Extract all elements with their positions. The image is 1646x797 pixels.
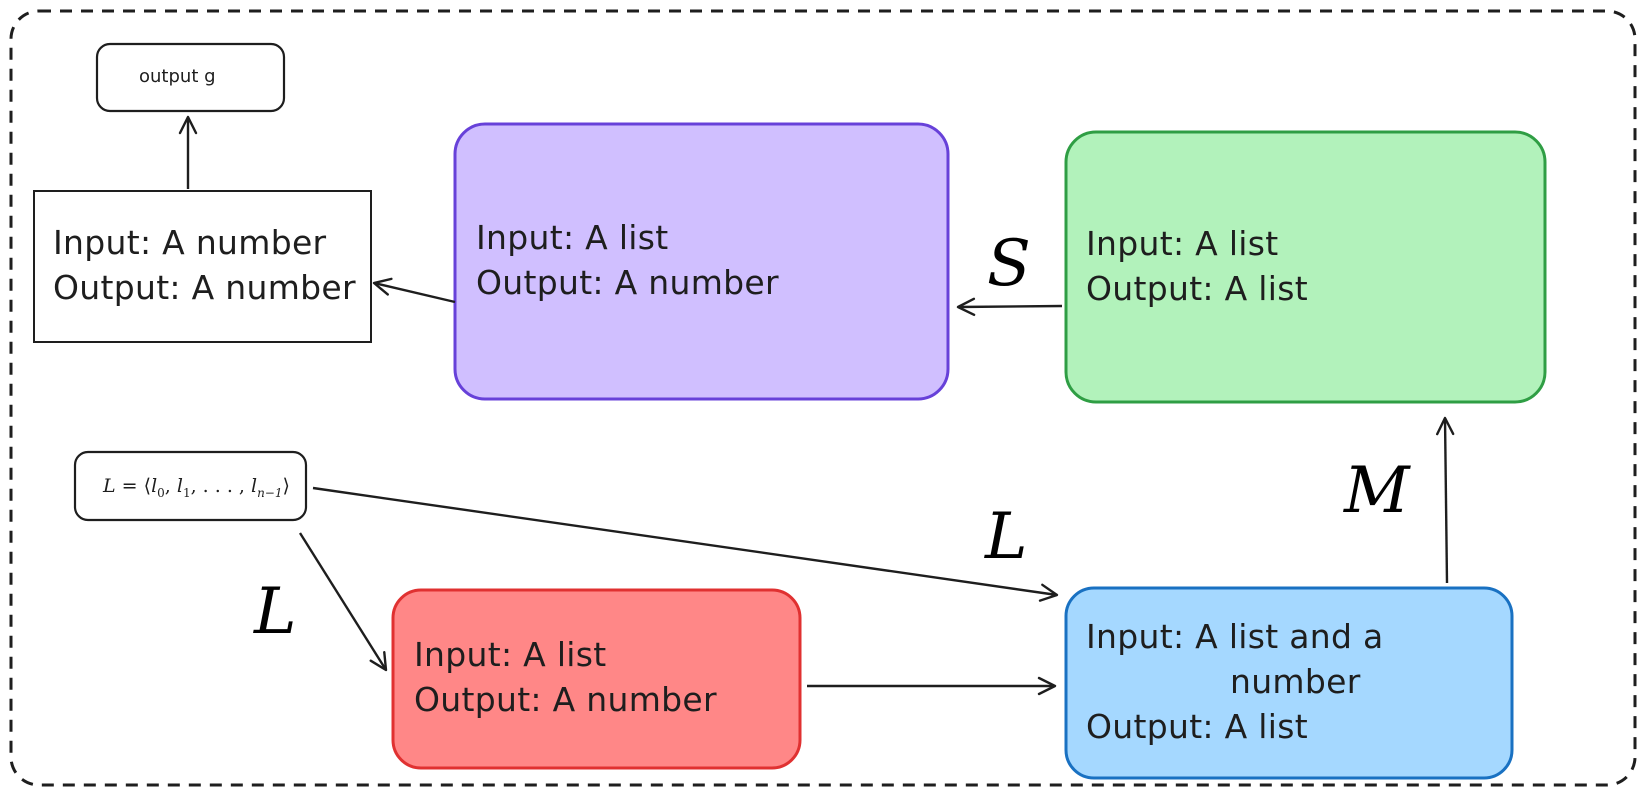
edge-label-s: S bbox=[987, 227, 1031, 301]
blue-input-line2: number bbox=[1230, 662, 1361, 701]
purple-box bbox=[453, 122, 950, 401]
list-definition-formula: L = ⟨l0, l1, . . . , ln−1⟩ bbox=[103, 475, 290, 500]
arrow-green-to-purple bbox=[956, 297, 1063, 317]
ellipsis: , . . . , bbox=[190, 475, 245, 497]
outer-dashed-frame bbox=[9, 9, 1637, 787]
left-angle: ⟨ bbox=[143, 475, 152, 497]
blue-input-line1: Input: A list and a bbox=[1086, 617, 1384, 656]
blue-output: Output: A list bbox=[1086, 707, 1308, 746]
green-input: Input: A list bbox=[1086, 224, 1279, 263]
purple-output: Output: A number bbox=[476, 263, 779, 302]
output-g-box bbox=[95, 42, 286, 113]
arrow-blue-to-green bbox=[1435, 416, 1455, 584]
red-output: Output: A number bbox=[414, 680, 717, 719]
element-ln-1: ln−1 bbox=[251, 475, 283, 500]
edge-label-l-left: L bbox=[254, 575, 297, 649]
arrow-purple-to-number bbox=[372, 277, 456, 304]
purple-input: Input: A list bbox=[476, 218, 669, 257]
list-definition-box bbox=[73, 450, 308, 522]
number-function-output: Output: A number bbox=[53, 268, 356, 307]
green-box bbox=[1064, 130, 1547, 404]
edge-label-l-top: L bbox=[985, 500, 1028, 574]
edge-label-m: M bbox=[1344, 454, 1410, 528]
arrow-list-to-blue bbox=[312, 486, 1059, 602]
green-output: Output: A list bbox=[1086, 269, 1308, 308]
output-g-label: output g bbox=[139, 66, 216, 87]
list-symbol: L bbox=[103, 475, 116, 497]
number-function-box bbox=[33, 190, 372, 343]
element-l1: l1 bbox=[176, 475, 191, 500]
right-angle: ⟩ bbox=[282, 475, 290, 497]
equals-sign: = bbox=[121, 475, 138, 497]
blue-box bbox=[1064, 586, 1514, 780]
element-l0: l0 bbox=[151, 475, 165, 500]
red-box bbox=[391, 588, 802, 770]
number-function-input: Input: A number bbox=[53, 223, 327, 262]
arrow-list-to-red bbox=[298, 532, 388, 672]
red-input: Input: A list bbox=[414, 635, 607, 674]
